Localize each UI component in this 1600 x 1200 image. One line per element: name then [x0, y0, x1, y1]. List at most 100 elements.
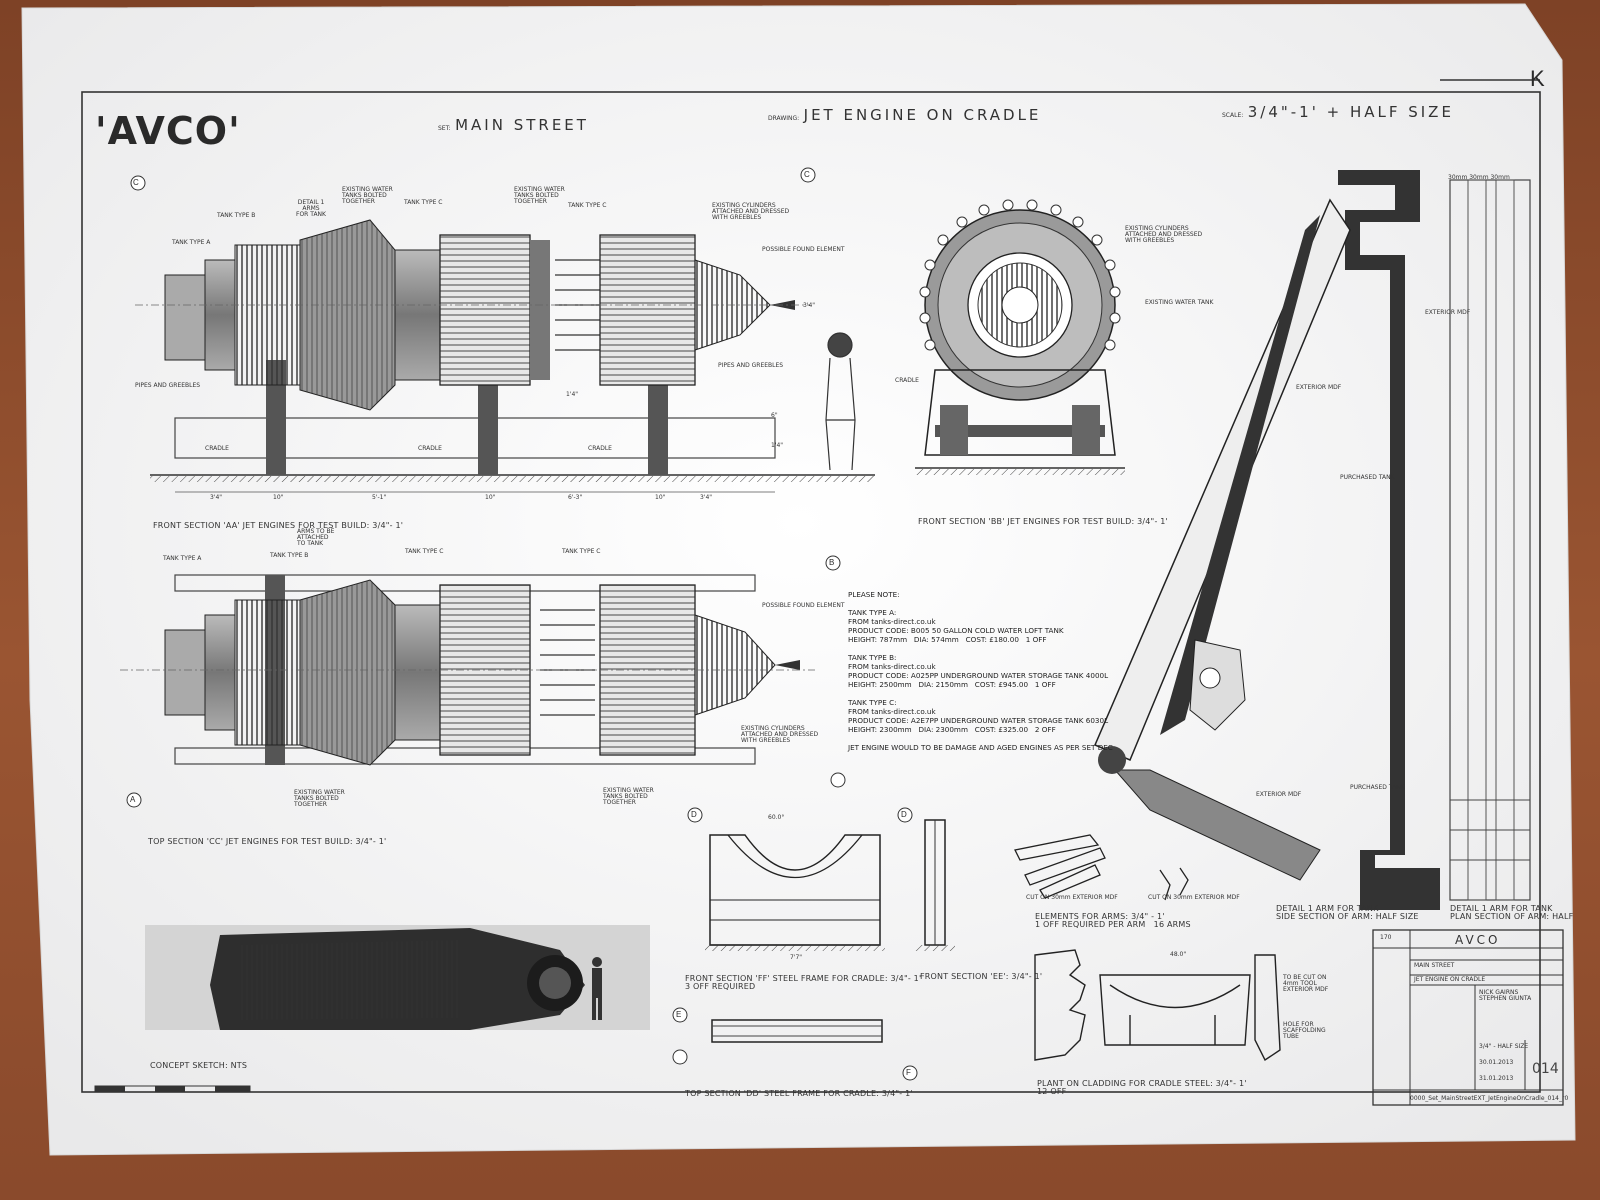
dim-ff-width: 7'7": [790, 954, 803, 961]
scale-bar: [94, 1085, 251, 1093]
dim-arm-plan: 30mm 30mm 30mm: [1448, 174, 1510, 181]
callout-pipes-greebles-right: PIPES AND GREEBLES: [718, 362, 784, 369]
dim-run-4: 10": [485, 494, 496, 501]
marker-e: E: [676, 1010, 682, 1019]
callout-arm-purchased-1: PURCHASED TANK: [1340, 474, 1395, 481]
callout-arm-cut-1: CUT ON 30mm EXTERIOR MDF: [1026, 894, 1118, 901]
title-block-filename: 0000_Set_MainStreetEXT_JetEngineOnCradle…: [1410, 1095, 1569, 1102]
caption-arm-plan: DETAIL 1 ARM FOR TANK PLAN SECTION OF AR…: [1450, 904, 1574, 921]
callout-cladding-hole: HOLE FOR SCAFFOLDING TUBE: [1283, 1021, 1326, 1040]
callout-tank-type-c-2: TANK TYPE C: [568, 202, 607, 209]
caption-frame-dd: TOP SECTION 'DD' STEEL FRAME FOR CRADLE:…: [685, 1089, 913, 1098]
title-block-date: 30.01.2013: [1479, 1059, 1514, 1066]
callout-cc-tank-b: TANK TYPE B: [270, 552, 309, 559]
dim-run-1: 3'4": [210, 494, 223, 501]
caption-plant-cladding: PLANT ON CLADDING FOR CRADLE STEEL: 3/4"…: [1037, 1079, 1247, 1096]
callout-arm-exterior-2: EXTERIOR MDF: [1296, 384, 1342, 391]
title-block-drawn-by: NICK GAIRNS STEPHEN GIUNTA: [1479, 989, 1532, 1002]
arm-elements-drawing: [1014, 834, 1189, 901]
callout-arm-exterior-1: EXTERIOR MDF: [1425, 309, 1471, 316]
dim-cradle-height: 6": [771, 412, 778, 419]
callout-cradle-1: CRADLE: [205, 445, 229, 452]
callout-tank-type-b: TANK TYPE B: [217, 212, 256, 219]
callout-cladding-cut: TO BE CUT ON 4mm TOOL EXTERIOR MDF: [1283, 974, 1329, 993]
dim-height-right: 3'4": [803, 302, 816, 309]
caption-top-cc: TOP SECTION 'CC' JET ENGINES FOR TEST BU…: [148, 837, 387, 846]
marker-c-left: C: [133, 178, 139, 187]
studio-title: 'AVCO': [95, 109, 241, 153]
marker-f: F: [906, 1068, 911, 1077]
caption-frame-ee: FRONT SECTION 'EE': 3/4"- 1': [920, 972, 1043, 981]
dim-run-6: 10": [655, 494, 666, 501]
dim-gap: 1'4": [566, 391, 579, 398]
set-value: MAIN STREET: [455, 116, 589, 134]
callout-pipes-greebles-left: PIPES AND GREEBLES: [135, 382, 201, 389]
section-markers: [126, 167, 918, 1081]
callout-tank-type-c-1: TANK TYPE C: [404, 199, 443, 206]
callout-possible-found-element: POSSIBLE FOUND ELEMENT: [762, 246, 845, 253]
title-block-set: MAIN STREET: [1414, 962, 1455, 969]
marker-d-left: D: [691, 810, 697, 819]
callout-bb-cylinders: EXISTING CYLINDERS ATTACHED AND DRESSED …: [1125, 225, 1203, 244]
dim-cladding-width: 48.0": [1170, 951, 1187, 958]
scale-label: SCALE:: [1222, 112, 1244, 119]
callout-cc-tank-c-2: TANK TYPE C: [562, 548, 601, 555]
drawing-value: JET ENGINE ON CRADLE: [803, 106, 1042, 124]
scale-field: SCALE: 3/4"-1' + HALF SIZE: [1222, 105, 1454, 121]
dim-leg-height: 1'4": [771, 442, 784, 449]
marker-c-right: C: [804, 170, 810, 179]
front-section-aa-drawing: [135, 219, 875, 493]
arm-detail-drawing: [1094, 170, 1531, 910]
set-field: SET: MAIN STREET: [438, 118, 589, 134]
caption-front-bb: FRONT SECTION 'BB' JET ENGINES FOR TEST …: [918, 517, 1168, 526]
callout-arm-exterior-3: EXTERIOR MDF: [1256, 791, 1302, 798]
callout-tank-type-a: TANK TYPE A: [172, 239, 211, 246]
please-note-text: PLEASE NOTE: TANK TYPE A: FROM tanks-dir…: [848, 590, 1113, 752]
callout-cc-possible-found: POSSIBLE FOUND ELEMENT: [762, 602, 845, 609]
title-block-number: 170: [1380, 934, 1392, 941]
front-section-bb-drawing: [915, 199, 1125, 475]
dim-run-2: 10": [273, 494, 284, 501]
marker-d-right: D: [901, 810, 907, 819]
title-block-scale: 3/4" - HALF SIZE: [1479, 1043, 1529, 1050]
caption-front-aa: FRONT SECTION 'AA' JET ENGINES FOR TEST …: [153, 521, 404, 530]
title-block-company: AVCO: [1455, 933, 1501, 947]
callout-arm-purchased-2: PURCHASED TANK: [1350, 784, 1405, 791]
callout-bb-water-tank: EXISTING WATER TANK: [1145, 299, 1214, 306]
dim-ff-angle: 60.0°: [768, 814, 785, 821]
title-block-date-2: 31.01.2013: [1479, 1075, 1514, 1082]
drawing-field: DRAWING: JET ENGINE ON CRADLE: [768, 108, 1041, 124]
callout-cc-cylinders: EXISTING CYLINDERS ATTACHED AND DRESSED …: [741, 725, 819, 744]
set-label: SET:: [438, 125, 451, 132]
dim-run-7: 3'4": [700, 494, 713, 501]
drawing-label: DRAWING:: [768, 115, 800, 122]
top-section-cc-drawing: [120, 574, 815, 766]
title-block-frame: [1372, 929, 1564, 1106]
scale-value: 3/4"-1' + HALF SIZE: [1247, 103, 1454, 121]
sheet-mark: K: [1530, 66, 1545, 91]
steel-frame-ee-drawing: [915, 819, 955, 951]
steel-frame-dd-drawing: [711, 1019, 883, 1043]
callout-water-tanks-bolted: EXISTING WATER TANKS BOLTED TOGETHER: [342, 186, 393, 205]
callout-cc-bolted-1: EXISTING WATER TANKS BOLTED TOGETHER: [294, 789, 345, 808]
plant-cladding-drawing: [1034, 949, 1281, 1062]
steel-frame-ff-drawing: [705, 834, 885, 951]
marker-a: A: [130, 795, 136, 804]
caption-frame-ff: FRONT SECTION 'FF' STEEL FRAME FOR CRADL…: [685, 974, 922, 991]
callout-cc-arms-tie: ARMS TO BE ATTACHED TO TANK: [297, 528, 335, 547]
caption-elements-arms: ELEMENTS FOR ARMS: 3/4" - 1' 1 OFF REQUI…: [1035, 912, 1191, 929]
callout-bb-cradle: CRADLE: [895, 377, 919, 384]
concept-sketch-image: [145, 925, 650, 1030]
title-block-drawing: JET ENGINE ON CRADLE: [1414, 976, 1486, 983]
callout-water-tanks-bolted-2: EXISTING WATER TANKS BOLTED TOGETHER: [514, 186, 565, 205]
marker-b: B: [829, 558, 835, 567]
callout-detail-arms: DETAIL 1 ARMS FOR TANK: [296, 199, 326, 218]
callout-cradle-2: CRADLE: [418, 445, 442, 452]
dim-run-5: 6'-3": [568, 494, 583, 501]
callout-cylinders-attached: EXISTING CYLINDERS ATTACHED AND DRESSED …: [712, 202, 790, 221]
callout-cc-tank-a: TANK TYPE A: [163, 555, 202, 562]
caption-arm-side: DETAIL 1 ARM FOR TANK SIDE SECTION OF AR…: [1276, 904, 1419, 921]
callout-arm-cut-2: CUT ON 30mm EXTERIOR MDF: [1148, 894, 1240, 901]
title-block-sheet-number: 014: [1532, 1061, 1559, 1077]
